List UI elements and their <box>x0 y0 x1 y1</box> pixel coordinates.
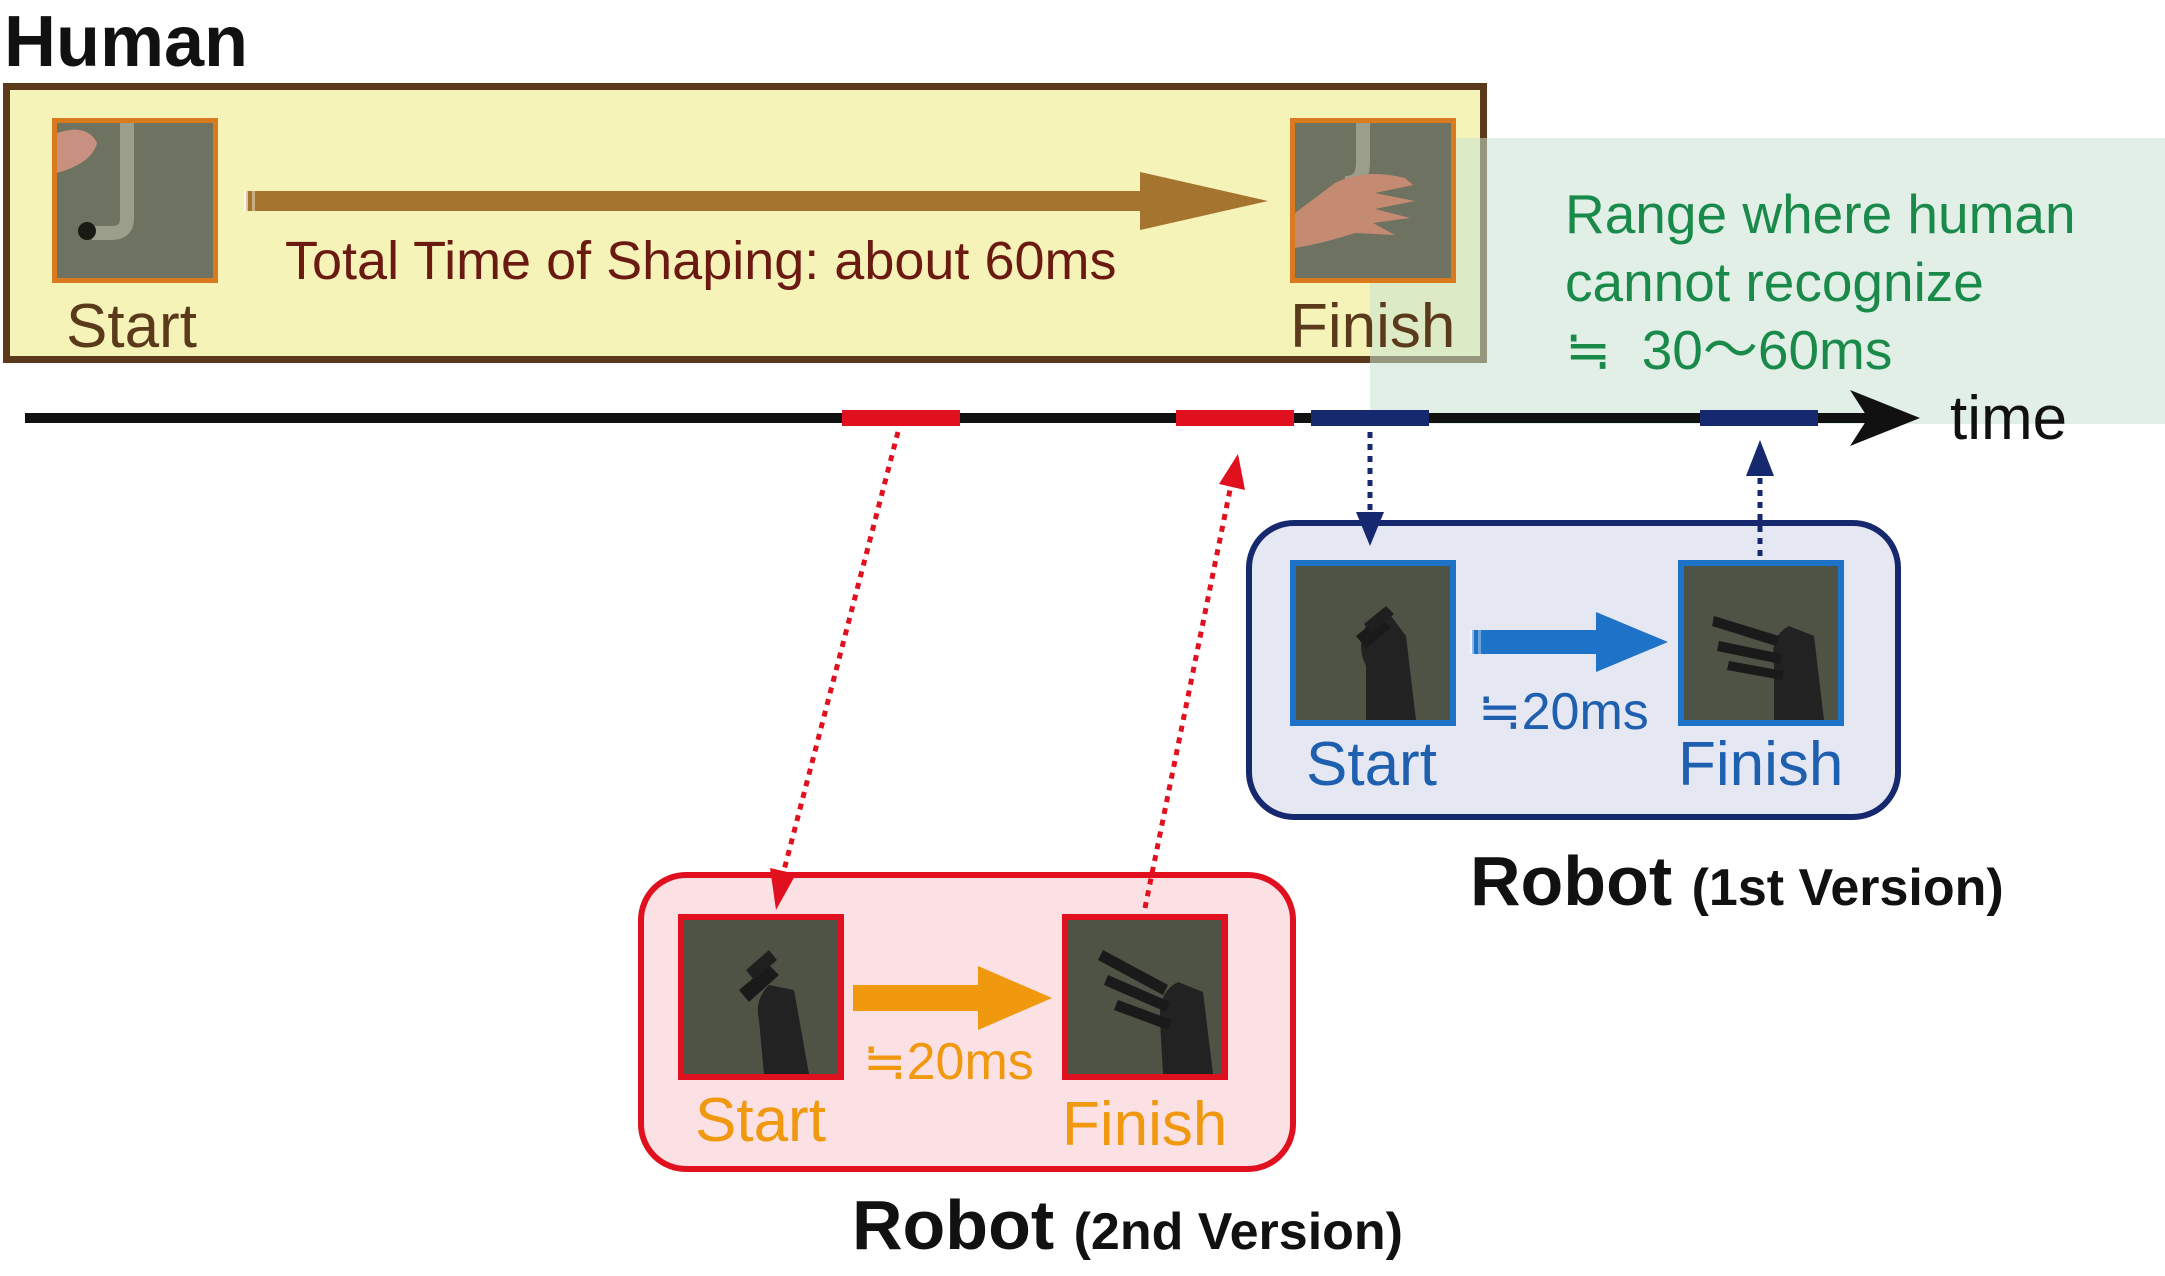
robot2-finish-photo <box>1062 914 1228 1080</box>
shaping-time-text: Total Time of Shaping: about 60ms <box>285 231 1117 291</box>
robot1-finish-marker <box>1700 410 1818 426</box>
human-finish-label: Finish <box>1290 292 1456 361</box>
human-panel <box>3 83 1487 363</box>
robot1-duration: ≒20ms <box>1478 683 1649 741</box>
robot1-finish-connector <box>1746 440 1774 556</box>
robot1-start-marker <box>1311 410 1429 426</box>
robot2-version: (2nd Version) <box>1073 1203 1403 1261</box>
robot1-start-connector <box>1356 432 1384 546</box>
robot2-duration: ≒20ms <box>863 1033 1034 1091</box>
robot1-title-main: Robot <box>1470 842 1673 920</box>
recognition-range-band <box>1370 138 2165 424</box>
robot1-version: (1st Version) <box>1691 859 2004 917</box>
robot1-start-photo <box>1290 560 1456 726</box>
human-start-label: Start <box>66 292 197 361</box>
human-finish-photo <box>1290 118 1456 283</box>
robot1-arrow <box>1470 612 1668 672</box>
robot2-title-main: Robot <box>852 1186 1055 1264</box>
robot2-start-connector <box>770 431 901 910</box>
human-shaping-arrow <box>244 172 1268 230</box>
recognition-range-text: Range where human cannot recognize ≒ 30〜… <box>1565 183 2076 381</box>
robot2-finish-marker <box>1176 410 1294 426</box>
human-title: Human <box>4 2 249 82</box>
robot2-finish-label: Finish <box>1062 1090 1228 1159</box>
robot1-start-label: Start <box>1306 730 1437 799</box>
robot2-finish-connector <box>1142 454 1245 909</box>
robot2-start-label: Start <box>695 1086 826 1155</box>
robot2-title: Robot (2nd Version) <box>852 1190 1403 1260</box>
robot2-start-marker <box>842 410 960 426</box>
human-start-photo <box>52 118 218 283</box>
robot2-arrow <box>853 966 1052 1030</box>
robot1-finish-photo <box>1678 560 1844 726</box>
timeline-axis <box>25 390 1920 446</box>
robot1-title: Robot (1st Version) <box>1470 846 2004 916</box>
robot2-start-photo <box>678 914 844 1080</box>
time-axis-label: time <box>1950 384 2068 453</box>
robot1-finish-label: Finish <box>1678 730 1844 799</box>
